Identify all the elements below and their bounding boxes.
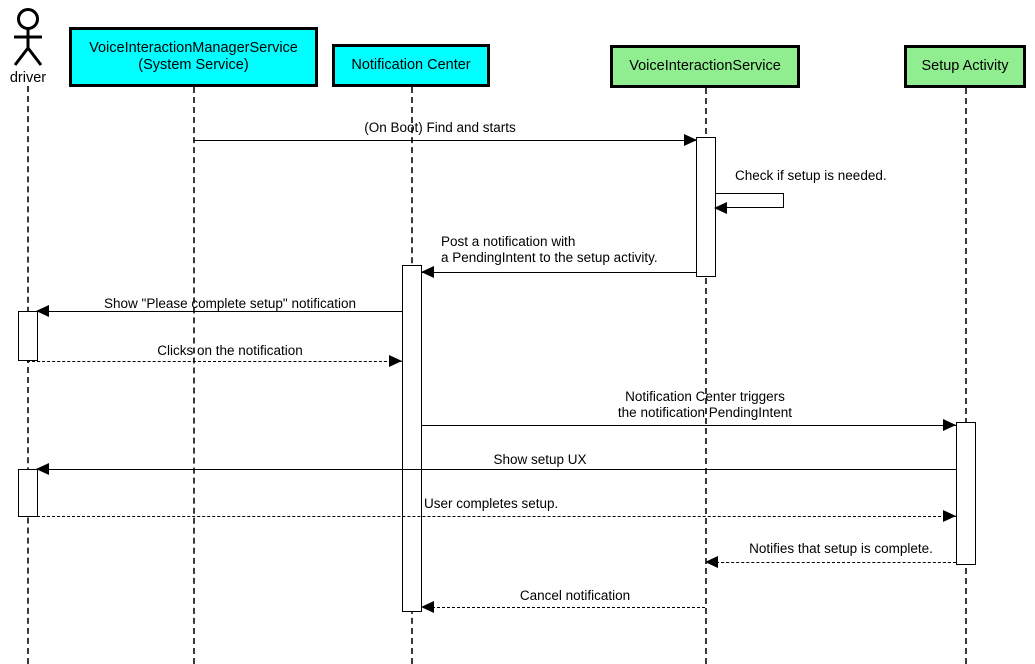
message-line-3 — [422, 272, 697, 273]
message-label-8: User completes setup. — [424, 496, 559, 511]
message-arrowhead-4 — [36, 304, 49, 317]
activation-setup-activity — [956, 422, 976, 565]
message-arrowhead-1 — [684, 133, 697, 146]
message-arrowhead-3 — [421, 265, 434, 278]
message-arrowhead-5 — [389, 354, 402, 367]
message-arrowhead-6 — [943, 418, 956, 431]
message-line-4 — [37, 311, 402, 312]
message-arrowhead-8 — [943, 509, 956, 522]
message-arrowhead-10 — [421, 600, 434, 613]
participant-box-voiceinteractionmanagerservice[interactable]: VoiceInteractionManagerService (System S… — [69, 27, 318, 87]
participant-box-notification-center[interactable]: Notification Center — [332, 44, 490, 87]
message-line-10 — [432, 607, 705, 608]
message-label-1: (On Boot) Find and starts — [364, 120, 516, 135]
message-label-10: Cancel notification — [519, 588, 631, 603]
message-label-5: Clicks on the notification — [157, 343, 303, 358]
message-arrowhead-7 — [36, 462, 49, 475]
participant-box-voiceinteractionservice[interactable]: VoiceInteractionService — [610, 45, 800, 88]
message-line-5 — [27, 361, 402, 362]
actor-driver-figure — [13, 8, 43, 66]
message-line-6 — [422, 425, 956, 426]
activation-driver-2 — [18, 469, 38, 517]
message-label-9: Notifies that setup is complete. — [749, 541, 933, 556]
message-arrowhead-2 — [714, 201, 727, 214]
participant-box-setup-activity[interactable]: Setup Activity — [904, 45, 1026, 88]
lifeline-voiceinteractionservice — [705, 88, 707, 664]
activation-notification-center — [402, 265, 422, 612]
participant-label-driver: driver — [9, 70, 47, 86]
message-line-9 — [716, 562, 956, 563]
message-arrowhead-9 — [705, 555, 718, 568]
message-label-7: Show setup UX — [493, 452, 587, 467]
message-line-8 — [27, 516, 956, 517]
message-label-4: Show "Please complete setup" notificatio… — [104, 296, 356, 311]
message-label-3: Post a notification with a PendingIntent… — [441, 234, 658, 265]
activation-driver-1 — [18, 311, 38, 361]
lifeline-driver — [27, 86, 29, 664]
message-line-1 — [193, 140, 697, 141]
lifeline-setup-activity — [965, 88, 967, 664]
lifeline-voiceinteractionmanagerservice — [193, 87, 195, 664]
message-line-7 — [37, 469, 956, 470]
message-selfloop-2 — [716, 193, 784, 208]
message-label-6: Notification Center triggers the notific… — [617, 389, 793, 420]
message-label-2: Check if setup is needed. — [735, 168, 887, 183]
